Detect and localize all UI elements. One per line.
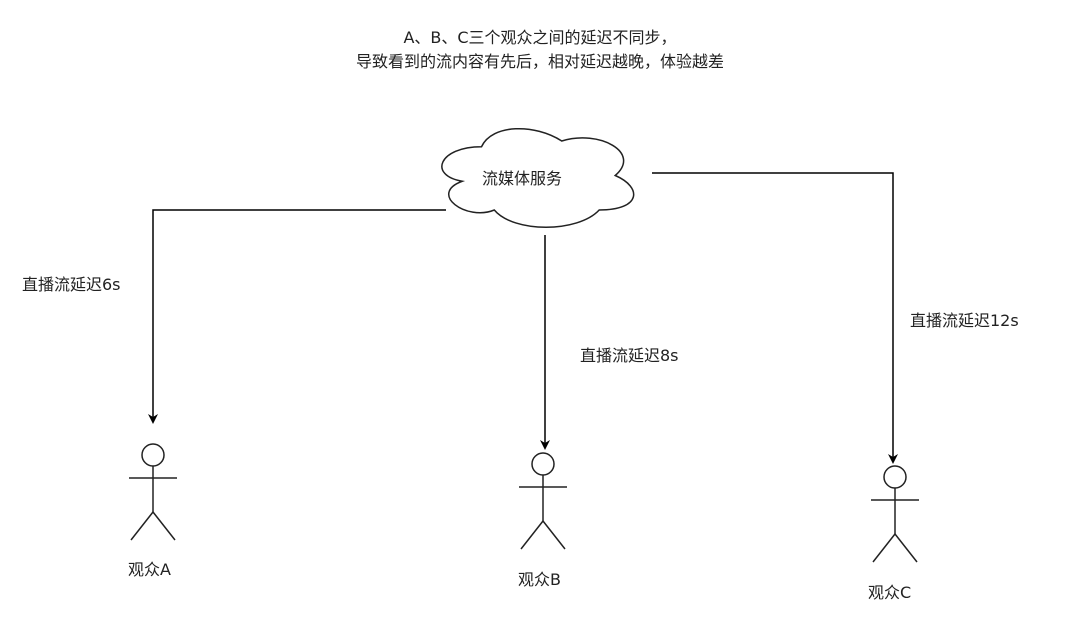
person-icon-b bbox=[519, 452, 567, 550]
server-label: 流媒体服务 bbox=[482, 169, 563, 188]
edge-to-viewer-c bbox=[652, 172, 898, 464]
edge-to-viewer-a bbox=[148, 209, 446, 424]
viewer-label-b: 观众B bbox=[518, 570, 561, 589]
cloud-icon bbox=[441, 128, 635, 228]
viewer-label-a: 观众A bbox=[128, 560, 171, 579]
delay-label-c: 直播流延迟12s bbox=[910, 311, 1019, 330]
delay-label-a: 直播流延迟6s bbox=[22, 275, 121, 294]
delay-label-b: 直播流延迟8s bbox=[580, 346, 679, 365]
diagram-title-line-1: A、B、C三个观众之间的延迟不同步， bbox=[403, 28, 677, 47]
person-icon-a bbox=[129, 443, 177, 541]
diagram-title-line-2: 导致看到的流内容有先后，相对延迟越晚，体验越差 bbox=[355, 52, 724, 71]
person-icon-c bbox=[871, 465, 919, 563]
viewer-label-c: 观众C bbox=[868, 583, 912, 602]
